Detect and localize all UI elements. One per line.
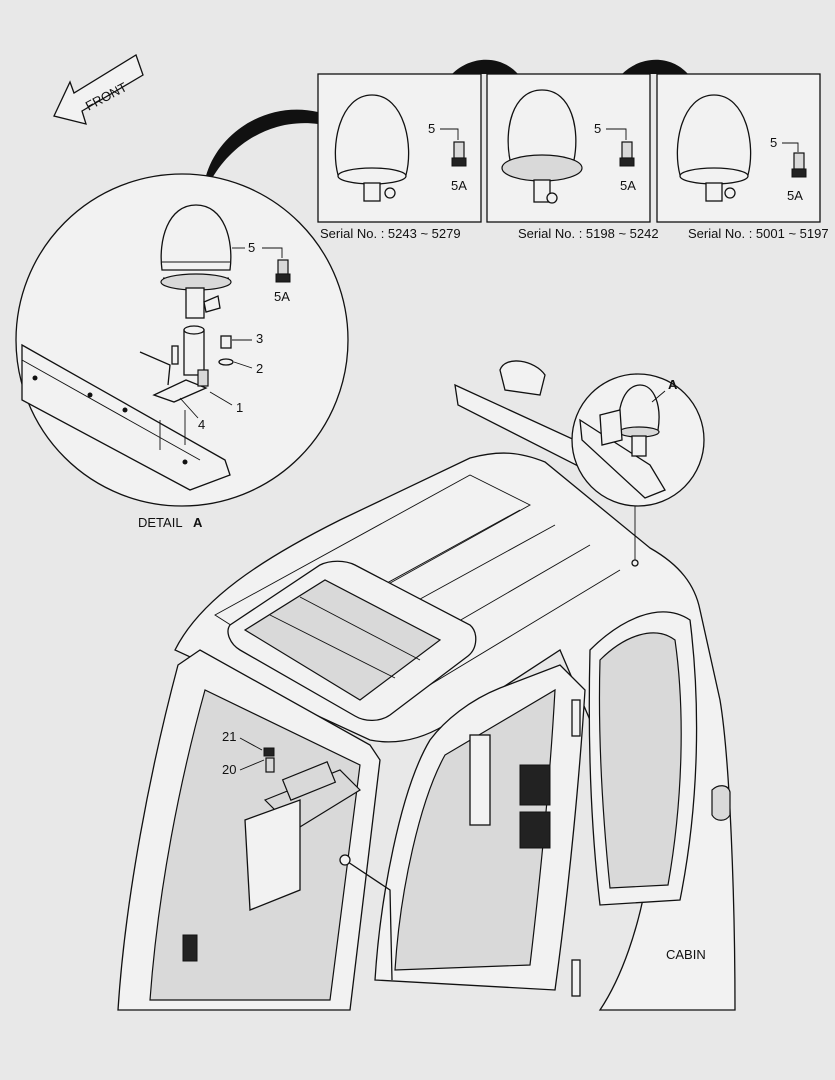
detail-washer (218, 358, 234, 366)
cabin-label-21: 21 (222, 729, 236, 744)
cabin-label: CABIN (666, 947, 706, 962)
bulb-icon-2 (619, 141, 635, 167)
detail-label-bracket: 1 (236, 400, 243, 415)
variant-panel-2: 5 5A Serial No. : 5198 ~ 5242 (486, 73, 659, 241)
cabin-switch-callouts: 21 20 (222, 729, 337, 801)
variant-2-part-label: 5 (594, 121, 601, 136)
detail-bracket (139, 325, 209, 403)
bulb-icon-1 (451, 141, 467, 167)
detail-bulb-icon (275, 259, 291, 283)
bulb-icon-3 (791, 152, 807, 178)
variant-3-part-label: 5 (770, 135, 777, 150)
variant-3-serial: Serial No. : 5001 ~ 5197 (688, 226, 829, 241)
connector-swooshes (205, 59, 688, 182)
variant-2-bulb-label: 5A (620, 178, 636, 193)
detail-label-mount: 4 (198, 417, 205, 432)
cabin-detail-a-marker: A (571, 373, 705, 507)
beacon-dome-2 (501, 89, 583, 204)
variant-panel-3: 5 5A Serial No. : 5001 ~ 5197 (656, 73, 829, 241)
detail-label-bulb: 5A (274, 289, 290, 304)
detail-label-beacon: 5 (248, 240, 255, 255)
cabin-detail-ref: A (668, 377, 678, 392)
detail-title: DETAIL (138, 515, 183, 530)
detail-label-washer: 2 (256, 361, 263, 376)
variant-panel-1: 5 5A Serial No. : 5243 ~ 5279 (317, 73, 482, 241)
front-arrow: FRONT (53, 54, 144, 125)
beacon-dome-1 (334, 94, 410, 202)
detail-letter: A (193, 515, 203, 530)
variant-1-bulb-label: 5A (451, 178, 467, 193)
variant-1-serial: Serial No. : 5243 ~ 5279 (320, 226, 461, 241)
beacon-dome-3 (676, 94, 752, 202)
detail-bolt (220, 335, 232, 349)
variant-1-part-label: 5 (428, 121, 435, 136)
variant-3-bulb-label: 5A (787, 188, 803, 203)
detail-beacon (160, 204, 232, 319)
variant-2-serial: Serial No. : 5198 ~ 5242 (518, 226, 659, 241)
cabin-label-20: 20 (222, 762, 236, 777)
detail-a-view: 5 5A 3 2 1 4 (15, 173, 349, 507)
cabin-switch-icon (263, 747, 275, 773)
detail-label-bolt: 3 (256, 331, 263, 346)
